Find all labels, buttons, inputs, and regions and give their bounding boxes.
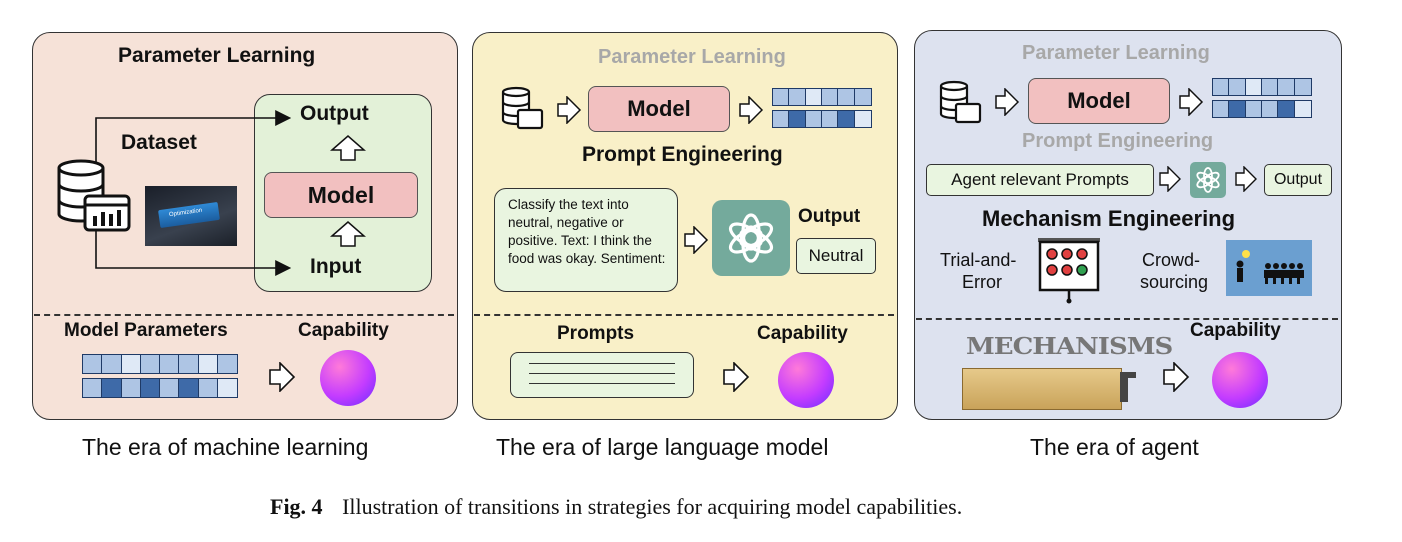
hollow-arrow-icon xyxy=(1159,166,1181,192)
trial-error-line2: Error xyxy=(962,272,1002,292)
panel3-divider xyxy=(916,318,1338,320)
hollow-arrow-icon xyxy=(330,221,366,247)
neutral-label: Neutral xyxy=(808,246,864,265)
panel3-output-box: Output xyxy=(1264,164,1332,196)
database-icon xyxy=(501,86,544,130)
prompts-label: Prompts xyxy=(557,323,635,344)
hollow-arrow-icon xyxy=(1235,166,1257,192)
model-label: Model xyxy=(307,182,375,208)
hollow-arrow-icon xyxy=(723,362,750,392)
era-llm: The era of large language model xyxy=(496,434,829,460)
panel2-model-label: Model xyxy=(627,96,691,121)
hollow-arrow-icon xyxy=(995,88,1020,116)
hollow-arrow-icon xyxy=(684,226,709,254)
agent-prompts-box: Agent relevant Prompts xyxy=(926,164,1154,196)
panel2-model-box: Model xyxy=(588,86,730,132)
caption-label: Fig. 4 xyxy=(270,494,323,519)
trial-error-line1: Trial-and- xyxy=(940,250,1017,270)
openai-logo-icon xyxy=(1190,162,1226,198)
brain-capability-icon xyxy=(320,350,376,406)
panel2-capability-label: Capability xyxy=(757,323,848,344)
input-label: Input xyxy=(310,255,362,278)
panel3-param-grid-top xyxy=(1212,78,1312,96)
parameter-grid-top xyxy=(82,354,238,374)
panel2-divider xyxy=(474,314,894,316)
output-label: Output xyxy=(300,102,369,125)
model-parameters-label: Model Parameters xyxy=(64,320,228,341)
panel1-title: Parameter Learning xyxy=(118,44,316,67)
neutral-tag: Neutral xyxy=(796,238,876,274)
crowdsourcing-line2: sourcing xyxy=(1140,272,1209,292)
crowdsourcing-line1: Crowd- xyxy=(1142,250,1201,270)
hollow-arrow-icon xyxy=(1163,362,1190,392)
mechanism-engineering-label: Mechanism Engineering xyxy=(982,206,1236,231)
prompts-box xyxy=(510,352,694,398)
panel3-param-grid-bottom xyxy=(1212,100,1312,118)
panel3-model-label: Model xyxy=(1067,88,1131,113)
panel3-model-box: Model xyxy=(1028,78,1170,124)
parameter-grid-bottom xyxy=(82,378,238,398)
model-box: Model xyxy=(264,172,418,218)
brain-capability-icon xyxy=(1212,352,1268,408)
prompt-text: Classify the text into neutral, negative… xyxy=(508,197,666,266)
panel2-prompt-engineering: Prompt Engineering xyxy=(582,143,783,166)
agent-prompts-label: Agent relevant Prompts xyxy=(951,170,1129,189)
era-agent: The era of agent xyxy=(1030,434,1199,460)
panel2-parameter-learning: Parameter Learning xyxy=(598,46,786,68)
panel3-capability-label: Capability xyxy=(1190,320,1281,341)
panel2-output-label: Output xyxy=(798,206,861,227)
database-icon xyxy=(57,159,131,232)
prompt-text-box xyxy=(494,188,678,292)
panel3-parameter-learning: Parameter Learning xyxy=(1022,42,1210,64)
panel2-param-grid-bottom xyxy=(772,110,872,128)
hollow-arrow-icon xyxy=(269,362,296,392)
brain-capability-icon xyxy=(778,352,834,408)
hollow-arrow-icon xyxy=(1179,88,1204,116)
mechanisms-word: MECHANISMS xyxy=(966,333,1173,361)
openai-logo-icon xyxy=(712,200,790,276)
panel2-param-grid-top xyxy=(772,88,872,106)
database-icon xyxy=(939,80,982,124)
figure-caption: Fig. 4 Illustration of transitions in st… xyxy=(270,494,962,520)
optimization-keyboard-photo: Optimization xyxy=(145,186,237,246)
hollow-arrow-icon xyxy=(739,96,764,124)
dataset-label: Dataset xyxy=(121,131,197,154)
caption-text: Illustration of transitions in strategie… xyxy=(342,494,963,519)
panel1-connectors xyxy=(95,110,366,276)
era-machine-learning: The era of machine learning xyxy=(82,434,369,460)
panel3-output-label: Output xyxy=(1273,171,1323,188)
panel3-prompt-engineering: Prompt Engineering xyxy=(1022,130,1214,152)
hollow-arrow-icon xyxy=(557,96,582,124)
crowd-people-icon xyxy=(1226,240,1312,296)
hollow-arrow-icon xyxy=(330,135,366,161)
trial-error-board-icon xyxy=(1038,238,1100,304)
mechanisms-word-image: MECHANISMS xyxy=(934,322,1173,412)
capability-label: Capability xyxy=(298,320,389,341)
chart-window-icon xyxy=(83,194,131,232)
panel1-divider xyxy=(34,314,454,316)
